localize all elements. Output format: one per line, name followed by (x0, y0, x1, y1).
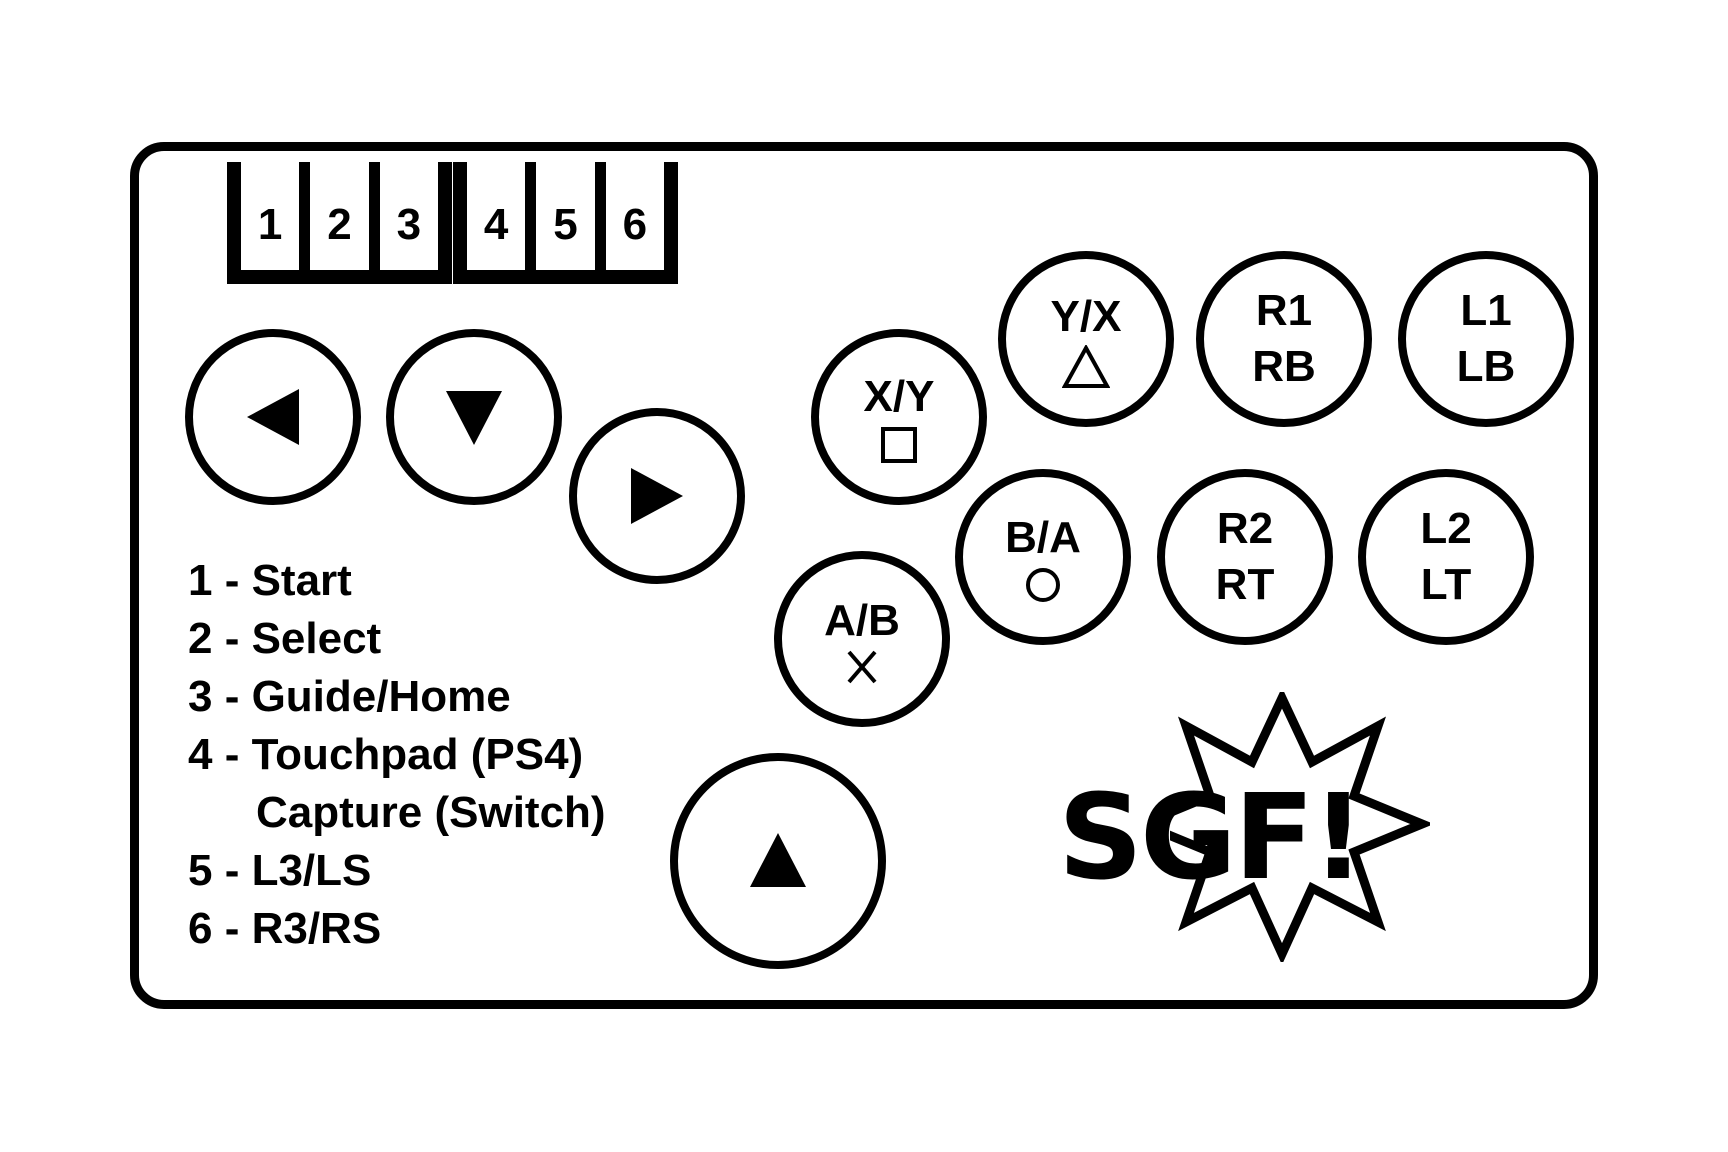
legend-item: 4 - Touchpad (PS4) (188, 730, 584, 779)
function-buttons-group-1: 1 2 3 (227, 162, 452, 284)
yx-button[interactable]: Y/X (998, 251, 1174, 427)
function-button-4[interactable]: 4 (467, 162, 525, 270)
legend-item: 3 - Guide/Home (188, 672, 511, 721)
legend-item: Capture (Switch) (256, 788, 606, 837)
rt-button-label: RT (1215, 560, 1275, 609)
controller-layout-panel (130, 142, 1598, 1009)
l1-button[interactable]: L1 LB (1398, 251, 1574, 427)
up-arrow-icon (750, 833, 806, 887)
lt-button-label: LT (1420, 560, 1472, 609)
function-button-2[interactable]: 2 (299, 162, 368, 270)
right-button[interactable] (569, 408, 745, 584)
xy-button[interactable]: X/Y (811, 329, 987, 505)
function-button-label: 5 (553, 200, 578, 249)
function-button-1[interactable]: 1 (241, 162, 299, 270)
ba-button[interactable]: B/A (955, 469, 1131, 645)
yx-button-label: Y/X (1050, 292, 1122, 341)
square-icon (881, 427, 917, 463)
logo-text: SGF! (1058, 768, 1365, 906)
legend-item: 5 - L3/LS (188, 846, 372, 895)
r2-button-label: R2 (1216, 504, 1274, 553)
l1-button-label: L1 (1460, 286, 1512, 335)
circle-icon (1026, 568, 1060, 602)
ab-button[interactable]: A/B (774, 551, 950, 727)
right-arrow-icon (631, 468, 683, 524)
down-button[interactable] (386, 329, 562, 505)
function-button-6[interactable]: 6 (594, 162, 664, 270)
function-button-3[interactable]: 3 (368, 162, 438, 270)
function-buttons-group-2: 4 5 6 (453, 162, 678, 284)
ab-button-label: A/B (824, 596, 900, 645)
xy-button-label: X/Y (863, 372, 935, 421)
r1-button[interactable]: R1 RB (1196, 251, 1372, 427)
up-button[interactable] (670, 753, 886, 969)
function-button-label: 1 (257, 200, 283, 249)
ba-button-label: B/A (1005, 513, 1081, 562)
l2-button[interactable]: L2 LT (1358, 469, 1534, 645)
starburst-logo-icon (1170, 692, 1430, 962)
function-button-label: 4 (483, 200, 509, 249)
rb-button-label: RB (1252, 342, 1316, 391)
legend-item: 2 - Select (188, 614, 382, 663)
function-button-label: 3 (396, 200, 422, 249)
left-button[interactable] (185, 329, 361, 505)
left-arrow-icon (247, 389, 299, 445)
function-button-label: 6 (622, 200, 648, 249)
legend-item: 6 - R3/RS (188, 904, 382, 953)
function-button-label: 2 (327, 200, 352, 249)
legend-item: 1 - Start (188, 556, 352, 605)
r2-button[interactable]: R2 RT (1157, 469, 1333, 645)
function-button-5[interactable]: 5 (525, 162, 594, 270)
r1-button-label: R1 (1255, 286, 1313, 335)
button-legend: 1 - Start 2 - Select 3 - Guide/Home 4 - … (188, 552, 606, 958)
l2-button-label: L2 (1420, 504, 1472, 553)
lb-button-label: LB (1456, 342, 1516, 391)
down-arrow-icon (446, 391, 502, 445)
triangle-icon (1062, 345, 1110, 388)
cross-icon (847, 650, 877, 684)
